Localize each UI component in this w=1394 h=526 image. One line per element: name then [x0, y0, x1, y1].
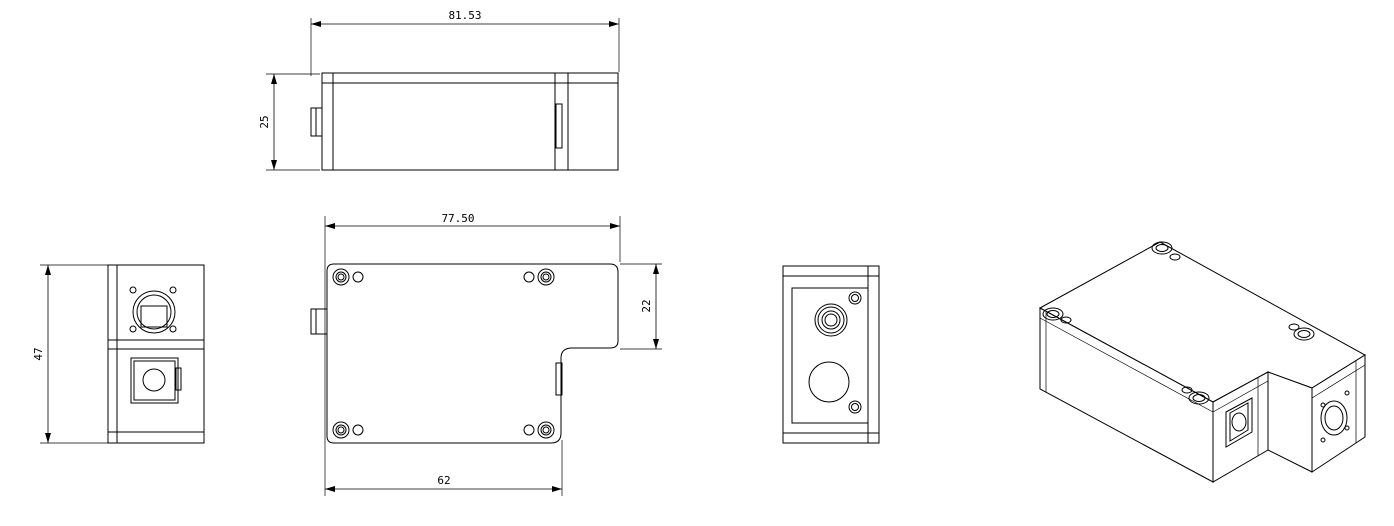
dim-top-width-label: 81.53 — [448, 9, 481, 22]
left-connector-upper — [129, 286, 177, 334]
top-view — [266, 18, 620, 171]
dim-front-width: 77.50 — [325, 212, 620, 229]
right-connector-lower — [808, 361, 850, 403]
isometric-view — [1038, 241, 1366, 483]
mounting-hole — [332, 421, 364, 439]
mounting-hole — [523, 268, 555, 286]
dim-front-width-label: 77.50 — [441, 212, 474, 225]
dim-front-bottom-width-label: 62 — [437, 474, 450, 487]
left-connector-lower — [130, 357, 182, 404]
right-side-view — [782, 265, 880, 444]
dim-top-height-label: 25 — [258, 115, 271, 128]
front-view — [310, 216, 662, 496]
dim-top-width: 81.53 — [311, 9, 619, 27]
dim-side-height: 47 — [32, 265, 51, 443]
dim-side-height-label: 47 — [32, 347, 45, 360]
dim-top-height: 25 — [258, 74, 277, 170]
mounting-hole — [523, 421, 555, 439]
right-connector-upper — [814, 303, 848, 337]
left-side-view — [40, 264, 205, 444]
mounting-hole — [332, 268, 364, 286]
dim-front-step-height-label: 22 — [640, 299, 653, 312]
dim-front-step-height: 22 — [640, 264, 659, 349]
dim-front-bottom-width: 62 — [325, 474, 562, 492]
